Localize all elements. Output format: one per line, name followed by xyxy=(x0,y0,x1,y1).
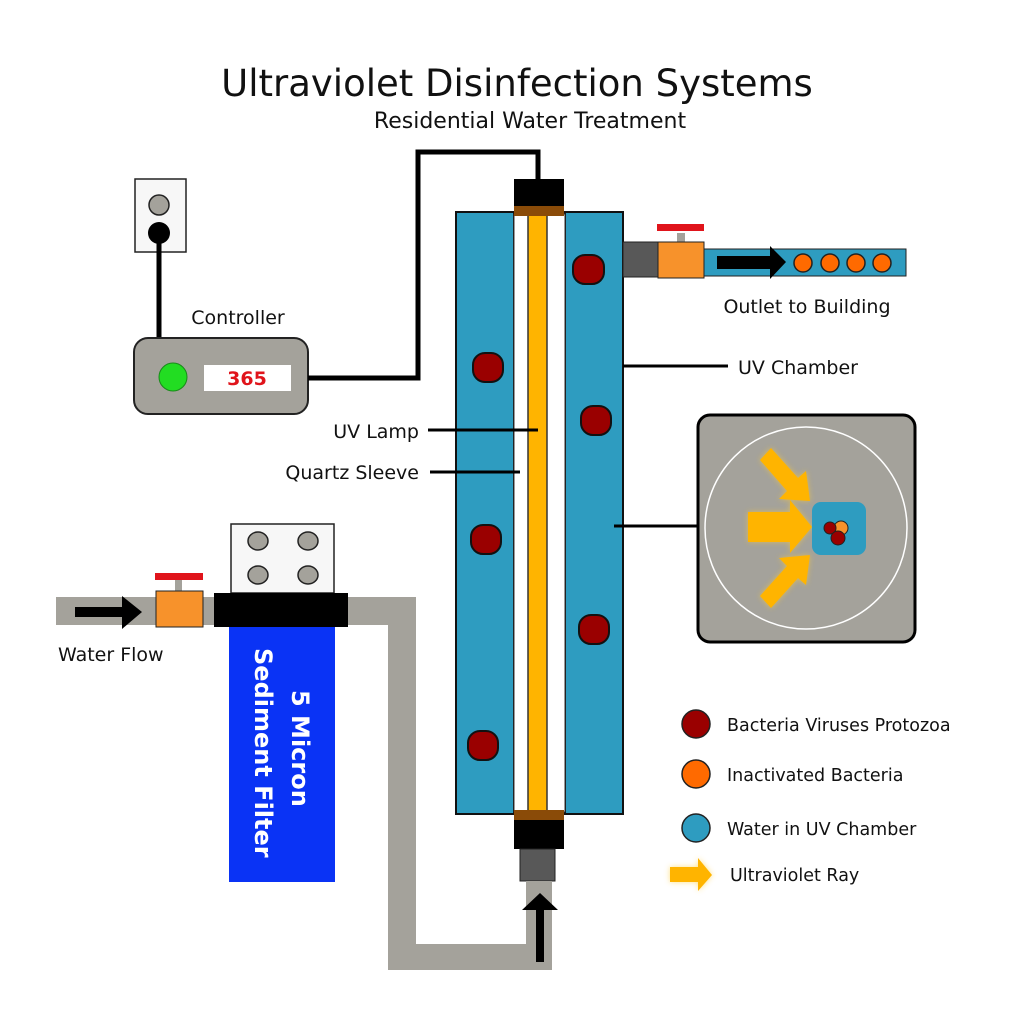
legend-item-inactivated: Inactivated Bacteria xyxy=(681,759,903,789)
sediment-filter: 5 Micron Sediment Filter xyxy=(214,523,348,882)
outlet-label: Outlet to Building xyxy=(723,296,890,318)
inset-contaminant-particle xyxy=(830,530,846,546)
legend-label: Ultraviolet Ray xyxy=(730,866,859,886)
water-flow-label: Water Flow xyxy=(58,644,164,666)
uv-chamber-label: UV Chamber xyxy=(738,357,858,379)
lamp-bottom-cap xyxy=(514,820,564,849)
uv-chamber-left-wall xyxy=(455,211,515,815)
uv-chamber xyxy=(455,211,624,815)
legend-item-water: Water in UV Chamber xyxy=(681,813,917,843)
inlet-valve-stem xyxy=(175,580,182,592)
legend-label: Bacteria Viruses Protozoa xyxy=(727,716,951,736)
filter-port-icon xyxy=(247,531,269,551)
inset-circle xyxy=(704,426,908,630)
filter-label-line2: Sediment Filter xyxy=(249,648,277,858)
uv-ray-arrow-icon xyxy=(760,555,810,608)
quartz-sleeve-label: Quartz Sleeve xyxy=(285,462,419,484)
plug-icon xyxy=(148,222,170,244)
uv-lamp xyxy=(527,213,548,813)
red-circle-icon xyxy=(681,709,711,739)
legend-label: Water in UV Chamber xyxy=(727,820,917,840)
inlet-pipe-down xyxy=(388,597,416,970)
legend-item-uv-ray: Ultraviolet Ray xyxy=(670,858,859,891)
lamp-bottom-band xyxy=(514,810,564,820)
uv-detail-inset xyxy=(696,413,917,644)
inlet-valve[interactable] xyxy=(155,590,204,628)
outlet-flow-arrow-icon xyxy=(717,246,786,279)
outlet-socket-icon xyxy=(148,194,170,216)
contaminant-particle xyxy=(470,524,502,555)
filter-label-line1: 5 Micron xyxy=(286,690,314,807)
controller-display xyxy=(204,365,291,391)
filter-housing xyxy=(229,626,335,882)
uv-ray-arrow-icon xyxy=(748,500,812,553)
filter-port-icon xyxy=(247,565,269,585)
uv-chamber-right-wall xyxy=(564,211,624,815)
water-flow-arrow-icon xyxy=(75,596,142,629)
controller-label: Controller xyxy=(191,307,285,329)
legend-label: Inactivated Bacteria xyxy=(727,766,903,786)
contaminant-particle xyxy=(572,254,605,285)
inactivated-particle xyxy=(820,253,840,273)
contaminant-particle xyxy=(467,730,499,761)
controller-display-value: 365 xyxy=(227,368,267,390)
uv-lamp-label: UV Lamp xyxy=(333,421,419,443)
inlet-valve-handle[interactable] xyxy=(155,573,203,580)
contaminant-particle xyxy=(580,405,612,436)
inset-contaminant-particle xyxy=(823,521,837,535)
filter-port-icon xyxy=(297,531,319,551)
outlet-assembly: Outlet to Building xyxy=(622,224,907,318)
legend-item-contaminants: Bacteria Viruses Protozoa xyxy=(681,709,951,739)
yellow-arrow-icon xyxy=(670,858,712,891)
filter-head xyxy=(230,523,335,594)
lamp-top-band xyxy=(514,206,564,216)
outlet-valve-handle[interactable] xyxy=(657,224,704,231)
contaminant-particle xyxy=(472,352,504,383)
contaminant-particle xyxy=(578,614,610,645)
inlet-up-arrow-icon xyxy=(522,893,558,962)
wall-outlet xyxy=(134,178,187,253)
lamp-top-cap xyxy=(514,179,564,207)
outlet-valve-stem xyxy=(677,233,685,245)
inlet-fitting xyxy=(519,848,556,882)
blue-circle-icon xyxy=(681,813,711,843)
inactivated-particle xyxy=(846,253,866,273)
inactivated-particle xyxy=(872,253,892,273)
orange-circle-icon xyxy=(681,759,711,789)
uv-ray-arrow-icon xyxy=(760,448,810,501)
legend: Bacteria Viruses Protozoa Inactivated Ba… xyxy=(670,709,951,891)
lamp-power-cable xyxy=(308,149,541,381)
filter-port-icon xyxy=(297,565,319,585)
inlet-pipe-bottom xyxy=(388,944,552,970)
outlet-fitting xyxy=(622,241,660,278)
chamber-contaminants xyxy=(467,254,612,761)
outlet-valve[interactable] xyxy=(657,241,705,279)
power-indicator-icon xyxy=(158,362,188,392)
inactivated-particle xyxy=(793,253,813,273)
diagram-title: Ultraviolet Disinfection Systems xyxy=(221,62,813,105)
filter-cap xyxy=(214,593,348,627)
diagram-subtitle: Residential Water Treatment xyxy=(374,109,687,134)
